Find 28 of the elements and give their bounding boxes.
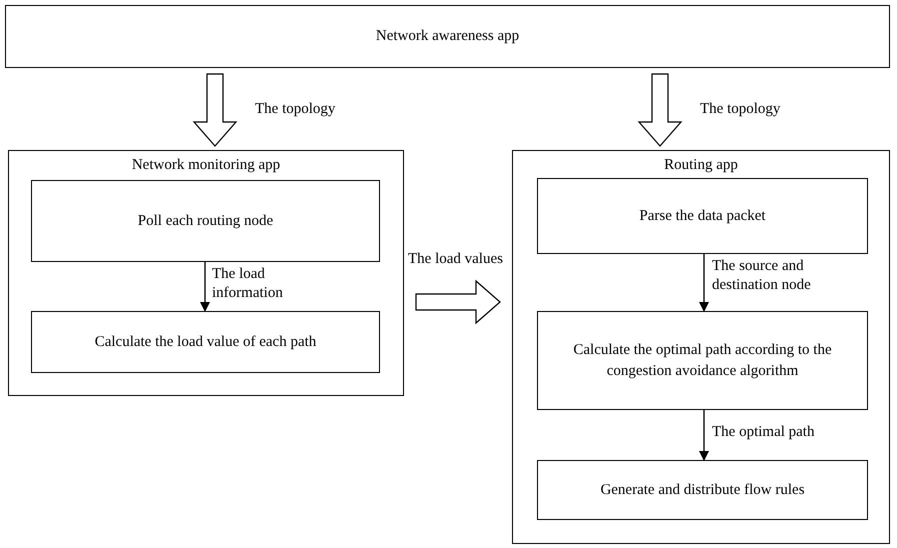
group-box xyxy=(512,150,890,544)
arrow xyxy=(200,262,210,312)
process-box xyxy=(31,311,380,373)
hollow-arrow xyxy=(415,280,501,324)
arrow xyxy=(699,254,709,312)
process-box xyxy=(537,178,868,254)
box-label: Parse the data packet xyxy=(639,206,766,226)
arrow xyxy=(699,410,709,461)
box-label: Generate and distribute flow rules xyxy=(600,480,805,500)
box-label: Network awareness app xyxy=(376,27,520,46)
edge-label: The source and destination node xyxy=(712,257,812,294)
group-title: Routing app xyxy=(664,156,738,175)
edge-label: The topology xyxy=(700,100,782,119)
process-box xyxy=(5,5,890,68)
process-box xyxy=(31,180,380,262)
group-title: Network monitoring app xyxy=(132,156,280,175)
box-label: Calculate the load value of each path xyxy=(94,332,316,352)
process-box xyxy=(537,460,868,520)
edge-label: The topology xyxy=(255,100,336,119)
edge-label: The optimal path xyxy=(712,423,816,442)
edge-label: The load information xyxy=(212,265,284,302)
hollow-arrow xyxy=(192,73,238,147)
group-box xyxy=(8,150,404,396)
hollow-arrow xyxy=(638,73,682,147)
process-box xyxy=(537,311,868,410)
box-label: Calculate the optimal path according to the congestion avoidance algorithm xyxy=(572,340,833,380)
edge-label: The load values xyxy=(408,250,504,269)
box-label: Poll each routing node xyxy=(138,212,274,231)
